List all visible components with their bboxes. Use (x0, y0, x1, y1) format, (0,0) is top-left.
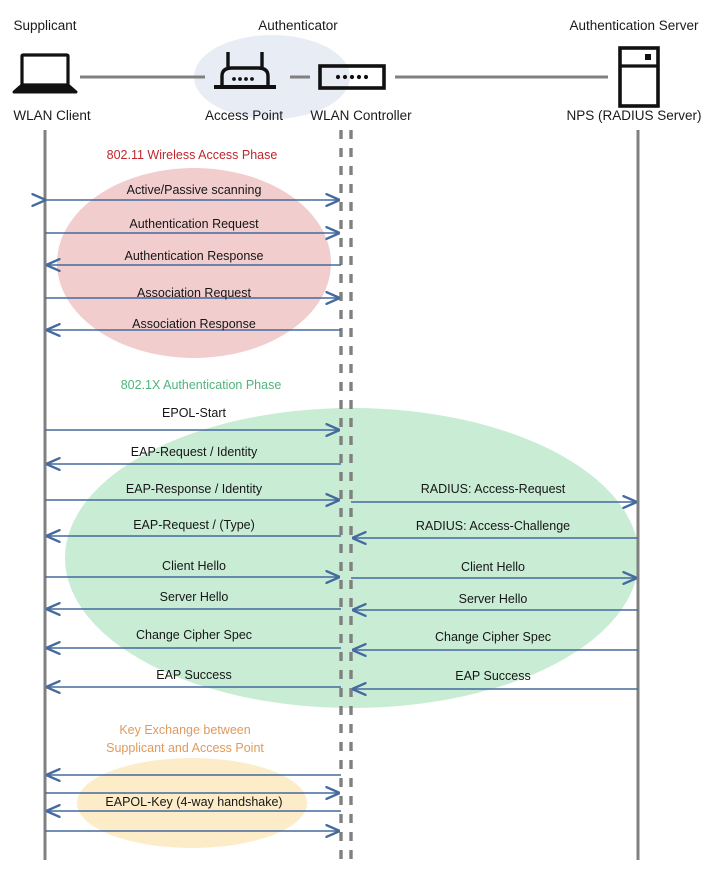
message-label: EAP Success (156, 668, 232, 682)
phase-label-80211: 802.11 Wireless Access Phase (106, 148, 278, 162)
actor-caption-access-point: Access Point (204, 108, 284, 123)
access-point-icon (214, 52, 276, 89)
phase-ellipse-80211 (57, 168, 331, 358)
message-label: EAP-Request / Identity (130, 445, 258, 459)
actor-title-auth-server: Authentication Server (569, 18, 699, 33)
server-icon (618, 46, 660, 108)
message-label: Active/Passive scanning (126, 183, 262, 197)
actor-title-authenticator: Authenticator (258, 18, 338, 33)
phase-label-key-line1: Key Exchange between (119, 723, 251, 737)
message-label: EPOL-Start (162, 406, 226, 420)
message-label: Change Cipher Spec (135, 628, 253, 642)
message-label: EAP-Response / Identity (125, 482, 263, 496)
lifelines-group (43, 130, 640, 860)
actor-caption-wlan-controller: WLAN Controller (310, 108, 412, 123)
message-arrows-group (45, 200, 638, 831)
wlan-controller-icon (318, 64, 386, 90)
message-label: EAP-Request / (Type) (133, 518, 255, 532)
message-label: EAPOL-Key (4-way handshake) (105, 795, 283, 809)
message-label: RADIUS: Access-Challenge (415, 519, 571, 533)
laptop-icon (12, 53, 78, 94)
phase-label-8021x: 802.1X Authentication Phase (120, 378, 282, 392)
message-label: Authentication Response (124, 249, 264, 263)
actor-caption-wlan-client: WLAN Client (13, 108, 91, 123)
phase-ellipse-key (77, 758, 307, 848)
phase-label-key-line2: Supplicant and Access Point (106, 741, 264, 755)
message-label: EAP Success (455, 669, 531, 683)
message-label: Server Hello (159, 590, 229, 604)
actor-title-supplicant: Supplicant (13, 18, 77, 33)
phase-ellipse-8021x (65, 408, 639, 708)
message-label: Authentication Request (129, 217, 259, 231)
message-label: Association Request (137, 286, 251, 300)
message-label: Change Cipher Spec (434, 630, 552, 644)
message-label: Server Hello (458, 592, 528, 606)
authenticator-group-ellipse (194, 35, 350, 119)
message-label: Association Response (132, 317, 256, 331)
message-label: Client Hello (461, 560, 525, 574)
phase-label-key-exchange: Key Exchange between Supplicant and Acce… (106, 721, 264, 757)
actor-caption-nps-radius-server: NPS (RADIUS Server) (566, 108, 702, 123)
message-label: Client Hello (162, 559, 226, 573)
message-label: RADIUS: Access-Request (420, 482, 566, 496)
